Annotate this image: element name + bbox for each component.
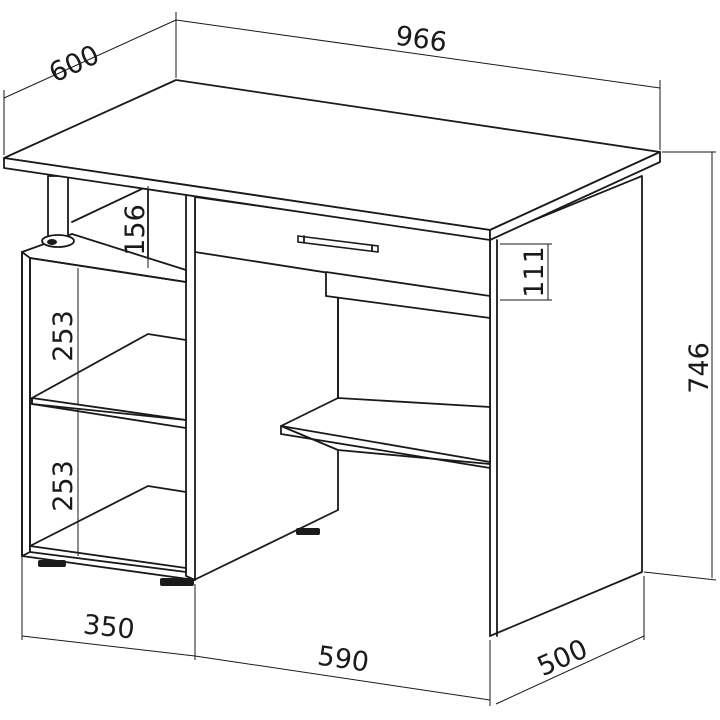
dim-shelf-lower: 253 <box>48 460 79 512</box>
support-leg <box>41 175 75 248</box>
right-side-panel <box>489 175 643 637</box>
lower-knee-shelf <box>280 397 491 465</box>
dim-side-depth: 500 <box>533 634 593 683</box>
dim-shelf-upper: 253 <box>48 310 79 362</box>
dim-top-compartment: 156 <box>120 204 151 256</box>
foot-left <box>38 560 66 567</box>
dim-height-total: 746 <box>684 342 715 394</box>
drawer-bottom <box>325 271 491 319</box>
dim-cabinet-width: 350 <box>82 609 137 645</box>
dim-width-total: 966 <box>394 21 449 59</box>
dim-depth-top: 600 <box>44 39 104 89</box>
foot-back <box>296 528 320 535</box>
cabinet-bottom-shelf <box>29 485 187 573</box>
dim-knee-width: 590 <box>316 641 371 679</box>
cabinet-divider <box>185 189 196 581</box>
drawer-handle <box>297 235 379 253</box>
foot-right <box>160 578 194 586</box>
table-top-side-edge <box>489 151 661 241</box>
dimension-lines <box>3 12 717 706</box>
cabinet-left-side <box>21 249 31 557</box>
dim-drawer-height: 111 <box>519 246 550 298</box>
desk-body <box>3 79 661 637</box>
